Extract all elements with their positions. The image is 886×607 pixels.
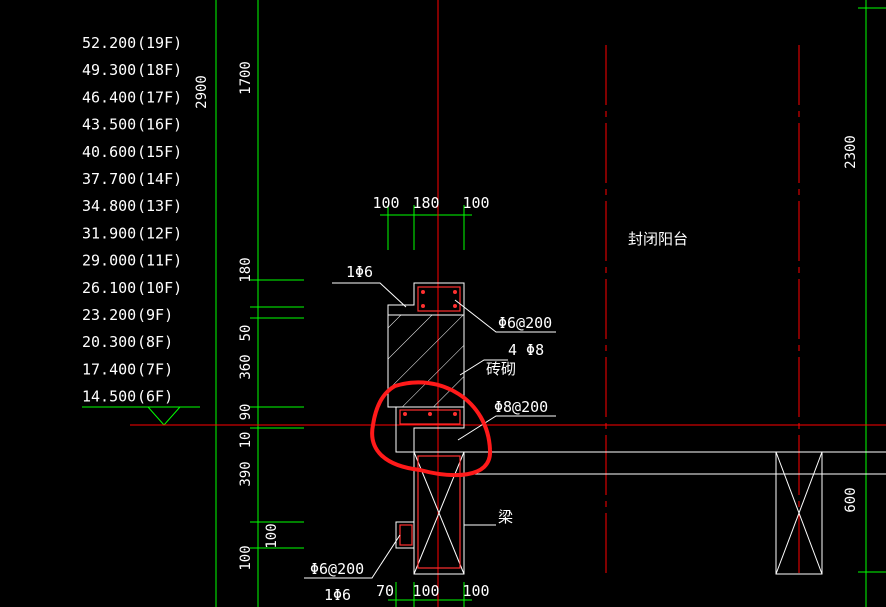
- elevation-floor: (12F): [137, 224, 182, 242]
- vertical-dims: 2900 1700 180 50 360 90 10 390 100 100 2…: [194, 61, 859, 571]
- elevation-floor: (15F): [137, 143, 182, 161]
- dim-100-b: 100: [238, 545, 254, 570]
- elevation-value: 52.200: [82, 34, 136, 52]
- elevation-floor: (10F): [137, 279, 182, 297]
- label-balcony: 封闭阳台: [628, 230, 688, 248]
- dim-90: 90: [238, 404, 254, 421]
- elevation-value: 37.700: [82, 170, 136, 188]
- elevation-value: 20.300: [82, 333, 136, 351]
- elevation-value: 14.500: [82, 388, 136, 406]
- elevation-floor: (14F): [137, 170, 182, 188]
- elevation-value: 43.500: [82, 116, 136, 134]
- parapet-section: [387, 282, 886, 575]
- elevation-value: 23.200: [82, 306, 136, 324]
- dim-180: 180: [238, 257, 254, 282]
- elevation-value: 34.800: [82, 197, 136, 215]
- annotation-labels: 封闭阳台 1Φ6 Φ6@200 4 Φ8 砖砌 Φ8@200 梁 Φ6@200 …: [310, 230, 688, 604]
- dim-top-right: 100: [462, 194, 489, 212]
- dim-top-left: 100: [372, 194, 399, 212]
- dim-bottom-100-a: 100: [412, 582, 439, 600]
- dim-360: 360: [238, 354, 254, 379]
- elevation-floor: (6F): [137, 388, 173, 406]
- elevation-value: 49.300: [82, 61, 136, 79]
- dim-50: 50: [238, 325, 254, 342]
- dim-390: 390: [238, 461, 254, 486]
- dim-2900: 2900: [194, 75, 210, 109]
- elevation-value: 17.400: [82, 360, 136, 378]
- elevation-value: 40.600: [82, 143, 136, 161]
- level-triangle-icon: [146, 406, 182, 426]
- elevation-floor: (19F): [137, 34, 182, 52]
- dim-2300: 2300: [843, 135, 859, 169]
- dim-bottom-100-b: 100: [462, 582, 489, 600]
- elevation-floor: (17F): [137, 88, 182, 106]
- elevation-floor: (7F): [137, 360, 173, 378]
- elevation-table: 52.200(19F)49.300(18F)46.400(17F)43.500(…: [82, 34, 200, 426]
- label-beam: 梁: [498, 508, 513, 526]
- dim-600: 600: [843, 487, 859, 512]
- label-stirrup-mid: Φ8@200: [494, 398, 548, 416]
- dim-1700: 1700: [238, 61, 254, 95]
- elevation-floor: (11F): [137, 252, 182, 270]
- dimension-lines: [208, 0, 886, 607]
- label-stirrup-bottom: Φ6@200: [310, 560, 364, 578]
- dim-100-a: 100: [264, 523, 280, 548]
- elevation-floor: (13F): [137, 197, 182, 215]
- elevation-floor: (16F): [137, 116, 182, 134]
- axis-lines: [130, 0, 886, 607]
- highlight-circle: [370, 380, 493, 478]
- elevation-value: 29.000: [82, 252, 136, 270]
- elevation-value: 31.900: [82, 224, 136, 242]
- elevation-value: 46.400: [82, 88, 136, 106]
- label-main-bars: 4 Φ8: [508, 341, 544, 359]
- label-bottom-bar: 1Φ6: [324, 586, 351, 604]
- dim-bottom-70: 70: [376, 582, 394, 600]
- label-masonry: 砖砌: [486, 360, 516, 378]
- label-top-bar: 1Φ6: [346, 263, 373, 281]
- dim-10: 10: [238, 432, 254, 449]
- leader-lines: [304, 282, 556, 579]
- horizontal-dims: 100 180 100 70 100 100: [372, 194, 489, 600]
- rebar-dots: [403, 290, 457, 416]
- elevation-value: 26.100: [82, 279, 136, 297]
- label-stirrup-top: Φ6@200: [498, 314, 552, 332]
- elevation-floor: (18F): [137, 61, 182, 79]
- elevation-floor: (8F): [137, 333, 173, 351]
- dim-top-mid: 180: [412, 194, 439, 212]
- elevation-floor: (9F): [137, 306, 173, 324]
